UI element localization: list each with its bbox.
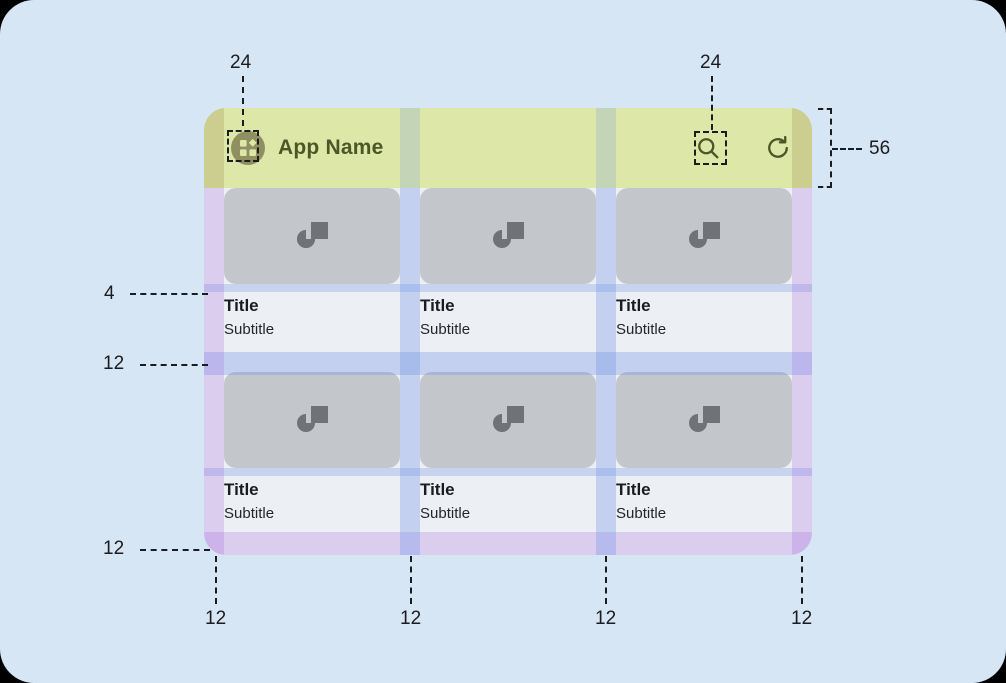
card-media bbox=[224, 188, 400, 284]
annotation-logo-inset-label: 24 bbox=[230, 52, 252, 73]
card-media bbox=[420, 188, 596, 284]
annotation-search-target-box bbox=[694, 131, 727, 165]
card-grid: Title Subtitle Title Subtitle bbox=[204, 188, 812, 555]
card-title: Title bbox=[224, 480, 259, 499]
card-subtitle: Subtitle bbox=[616, 504, 667, 522]
annotation-bottom-tick-label: 12 bbox=[791, 608, 813, 629]
device-frame: App Name bbox=[204, 108, 812, 555]
annotation-leader-line bbox=[832, 148, 862, 150]
card[interactable]: Title Subtitle bbox=[224, 188, 400, 348]
annotation-bottom-padding-label: 12 bbox=[103, 538, 125, 559]
card[interactable]: Title Subtitle bbox=[420, 372, 596, 532]
card-title: Title bbox=[420, 480, 455, 499]
app-bar: App Name bbox=[204, 108, 812, 188]
image-placeholder-icon bbox=[689, 406, 720, 432]
image-placeholder-icon bbox=[493, 406, 524, 432]
annotation-leader-line bbox=[711, 76, 713, 130]
annotation-leader-line bbox=[215, 556, 217, 604]
card-title: Title bbox=[420, 296, 455, 315]
image-placeholder-icon bbox=[689, 222, 720, 248]
card[interactable]: Title Subtitle bbox=[224, 372, 400, 532]
annotation-action-inset-label: 24 bbox=[700, 52, 722, 73]
image-placeholder-icon bbox=[297, 406, 328, 432]
card-subtitle: Subtitle bbox=[224, 320, 275, 338]
card-media bbox=[420, 372, 596, 468]
image-placeholder-icon bbox=[493, 222, 524, 248]
annotation-title-gap-label: 4 bbox=[104, 283, 115, 304]
app-grid-logo-icon[interactable] bbox=[231, 131, 265, 165]
annotation-appbar-height-label: 56 bbox=[869, 138, 891, 159]
annotation-bottom-tick-label: 12 bbox=[400, 608, 422, 629]
annotation-leader-line bbox=[140, 364, 208, 366]
annotation-leader-line bbox=[140, 549, 210, 551]
annotation-leader-line bbox=[801, 556, 803, 604]
card-subtitle: Subtitle bbox=[224, 504, 275, 522]
annotation-leader-line bbox=[242, 76, 244, 126]
card[interactable]: Title Subtitle bbox=[420, 188, 596, 348]
annotation-appbar-height-bracket bbox=[818, 108, 832, 188]
refresh-icon[interactable] bbox=[764, 134, 792, 162]
annotation-logo-target-box bbox=[227, 130, 259, 162]
annotation-row-gap-label: 12 bbox=[103, 353, 125, 374]
card-row: Title Subtitle Title Subtitle bbox=[204, 372, 812, 532]
search-icon[interactable] bbox=[694, 134, 722, 162]
card[interactable]: Title Subtitle bbox=[616, 372, 792, 532]
annotation-bottom-tick-label: 12 bbox=[205, 608, 227, 629]
app-bar-title: App Name bbox=[278, 136, 384, 159]
card-title: Title bbox=[224, 296, 259, 315]
card-subtitle: Subtitle bbox=[616, 320, 667, 338]
card-media bbox=[616, 372, 792, 468]
app-bar-content: App Name bbox=[204, 108, 812, 188]
card[interactable]: Title Subtitle bbox=[616, 188, 792, 348]
card-title: Title bbox=[616, 480, 651, 499]
card-media bbox=[224, 372, 400, 468]
card-subtitle: Subtitle bbox=[420, 504, 471, 522]
card-title: Title bbox=[616, 296, 651, 315]
annotation-leader-line bbox=[410, 556, 412, 604]
annotation-bottom-tick-label: 12 bbox=[595, 608, 617, 629]
image-placeholder-icon bbox=[297, 222, 328, 248]
annotation-leader-line bbox=[605, 556, 607, 604]
card-row: Title Subtitle Title Subtitle bbox=[204, 188, 812, 348]
annotation-leader-line bbox=[130, 293, 208, 295]
card-media bbox=[616, 188, 792, 284]
card-subtitle: Subtitle bbox=[420, 320, 471, 338]
